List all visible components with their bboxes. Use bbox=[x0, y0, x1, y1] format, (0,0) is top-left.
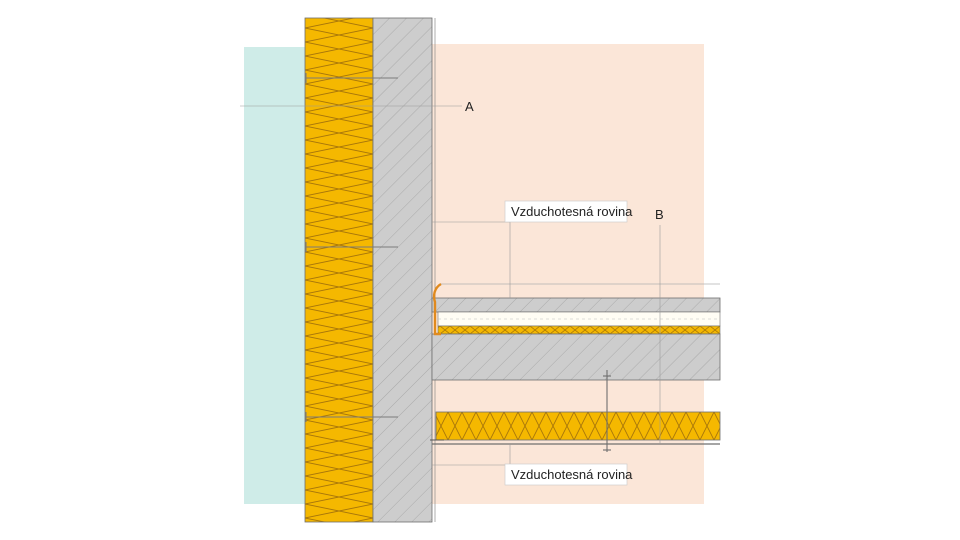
airtight-lower-box bbox=[504, 463, 628, 486]
label-airtight-upper: Vzduchotesná rovina bbox=[511, 204, 633, 219]
facade-insulation bbox=[304, 17, 374, 523]
ceiling-hanger bbox=[603, 370, 611, 452]
airtight-membrane bbox=[432, 282, 442, 336]
exterior-zone bbox=[244, 47, 308, 504]
label-airtight-lower: Vzduchotesná rovina bbox=[511, 467, 633, 482]
airtight-upper-box bbox=[504, 200, 628, 223]
ceiling-slab-hatch bbox=[431, 333, 721, 381]
insulation-anchors bbox=[305, 73, 398, 422]
impact-insulation bbox=[437, 325, 721, 335]
reference-lines bbox=[240, 105, 661, 466]
label-b: B bbox=[655, 207, 664, 222]
floor-screed-hatch bbox=[431, 297, 721, 313]
label-a: A bbox=[465, 99, 474, 114]
suspended-insulation bbox=[435, 411, 721, 441]
concrete-wall-hatch bbox=[372, 17, 433, 523]
